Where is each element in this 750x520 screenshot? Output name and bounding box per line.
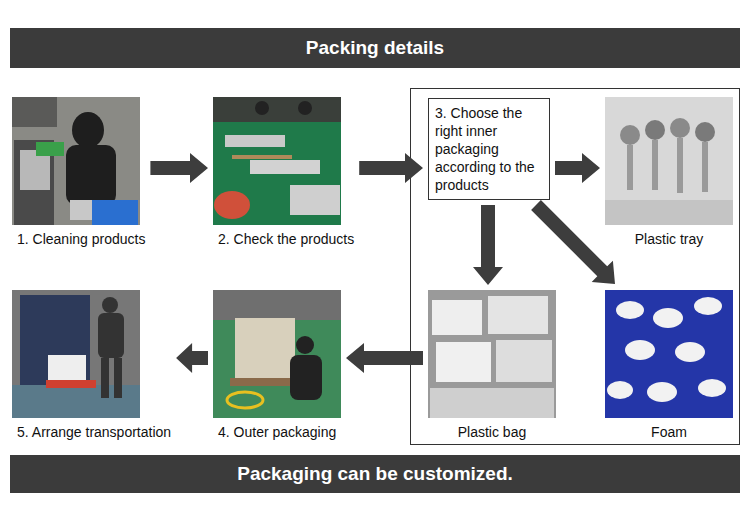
photo-part xyxy=(670,118,690,138)
step-caption: Plastic bag xyxy=(428,424,556,441)
step-caption: Foam xyxy=(605,424,733,441)
photo-person xyxy=(98,313,124,358)
step-caption: 5. Arrange transportation xyxy=(12,424,171,441)
photo-person xyxy=(102,297,118,313)
photo-pallet xyxy=(46,380,96,388)
outer-packing-photo xyxy=(213,290,341,418)
photo-person xyxy=(72,112,104,148)
cleaning-photo xyxy=(12,97,140,225)
photo-person xyxy=(296,336,314,354)
photo-step: Plastic bag xyxy=(428,290,556,441)
photo-bag xyxy=(436,342,491,382)
photo-foam xyxy=(698,379,726,397)
flow-arrow xyxy=(150,153,208,183)
photo-bag xyxy=(430,388,554,418)
step-caption: 2. Check the products xyxy=(213,231,354,248)
photo-basket xyxy=(214,191,250,219)
photo-step: 1. Cleaning products xyxy=(12,97,145,248)
flow-arrow xyxy=(555,153,600,183)
photo-parts xyxy=(70,200,92,220)
flow-arrow xyxy=(359,153,423,183)
photo-ground xyxy=(12,290,140,418)
photo-wall xyxy=(213,290,341,320)
photo-crate xyxy=(92,200,138,225)
photo-foam xyxy=(616,301,644,319)
photo-ground xyxy=(428,290,556,418)
photo-step: Plastic tray xyxy=(605,97,733,248)
bag-photo xyxy=(428,290,556,418)
title-band: Packing details xyxy=(10,28,740,68)
photo-person xyxy=(66,145,116,205)
photo-ruler xyxy=(232,155,292,159)
photo-bag xyxy=(432,300,482,335)
photo-part xyxy=(620,125,640,145)
flow-arrow xyxy=(176,343,208,373)
photo-part xyxy=(627,145,633,190)
photo-step: 2. Check the products xyxy=(213,97,354,248)
photo-foam xyxy=(653,308,683,328)
photo-person xyxy=(255,101,269,115)
photo-step: 4. Outer packaging xyxy=(213,290,341,441)
caption-band: Packaging can be customized. xyxy=(10,455,740,493)
checking-photo xyxy=(213,97,341,225)
photo-ground xyxy=(213,97,341,225)
photo-person xyxy=(101,358,109,398)
photo-truck xyxy=(20,295,90,385)
foam-photo xyxy=(605,290,733,418)
photo-box xyxy=(235,318,295,378)
photo-parts xyxy=(225,135,285,147)
photo-person xyxy=(114,358,122,398)
photo-ground xyxy=(605,97,733,225)
photo-tray xyxy=(605,200,733,225)
transport-photo xyxy=(12,290,140,418)
photo-shelf xyxy=(12,97,57,127)
photo-parts xyxy=(290,185,340,215)
photo-ground xyxy=(213,290,341,418)
photo-foam xyxy=(694,297,722,315)
step-text: 3. Choose the right inner packaging acco… xyxy=(435,104,543,194)
photo-foam xyxy=(625,340,655,360)
photo-person xyxy=(298,101,312,115)
flow-arrow xyxy=(531,200,615,284)
photo-basket xyxy=(36,142,64,156)
photo-step: Foam xyxy=(605,290,733,441)
photo-strap xyxy=(227,392,263,408)
photo-part xyxy=(702,142,708,192)
photo-bag xyxy=(488,296,548,334)
tray-photo xyxy=(605,97,733,225)
photo-ground xyxy=(12,97,140,225)
photo-part xyxy=(645,120,665,140)
photo-ground xyxy=(605,290,733,418)
photo-pallet xyxy=(230,378,300,386)
photo-wall xyxy=(213,97,341,122)
flow-arrow xyxy=(473,205,503,285)
step-caption: 1. Cleaning products xyxy=(12,231,145,248)
photo-part xyxy=(695,122,715,142)
step-caption: Plastic tray xyxy=(605,231,733,248)
flow-arrow xyxy=(346,343,423,373)
photo-parts xyxy=(250,160,320,174)
step-caption: 4. Outer packaging xyxy=(213,424,341,441)
photo-foam xyxy=(607,381,633,399)
photo-boxes xyxy=(48,355,86,380)
photo-foam xyxy=(647,382,677,402)
process-box: 3. Choose the right inner packaging acco… xyxy=(428,98,550,200)
photo-person xyxy=(290,355,322,400)
photo-bag xyxy=(496,340,552,382)
photo-step: 5. Arrange transportation xyxy=(12,290,171,441)
photo-foam xyxy=(675,342,705,362)
group-outline xyxy=(411,89,740,445)
photo-part xyxy=(677,138,683,193)
photo-part xyxy=(652,140,658,190)
